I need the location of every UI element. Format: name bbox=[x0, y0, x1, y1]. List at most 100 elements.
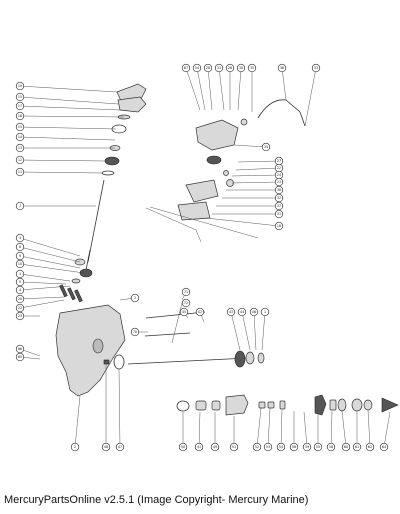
callout-leader bbox=[19, 159, 106, 162]
callout-bubble bbox=[15, 259, 25, 269]
callout-leader bbox=[230, 311, 241, 351]
callout-number: 48 bbox=[104, 445, 108, 449]
callout-bubble bbox=[274, 177, 284, 187]
callout-bubble bbox=[15, 167, 25, 177]
callout-bubble bbox=[311, 63, 321, 73]
callout-number: 60 bbox=[344, 445, 348, 449]
callout-bubble bbox=[289, 442, 299, 452]
callout-bubble bbox=[277, 63, 287, 73]
callout-leader bbox=[233, 144, 267, 148]
bearing-part bbox=[245, 351, 255, 365]
bolt-part bbox=[74, 289, 83, 303]
callout-bubble bbox=[260, 307, 270, 317]
callout-number: 28 bbox=[206, 66, 210, 70]
callout-leader bbox=[207, 67, 213, 111]
part-drawings bbox=[55, 83, 399, 416]
spacer-part bbox=[329, 399, 337, 411]
callout-number: 37 bbox=[277, 204, 281, 208]
callout-number: 10 bbox=[18, 262, 22, 266]
callout-bubble bbox=[192, 63, 202, 73]
callout-number: 23 bbox=[277, 180, 281, 184]
impeller-part bbox=[206, 155, 222, 165]
callout-number: 30 bbox=[239, 66, 243, 70]
callout-number: 20 bbox=[18, 297, 22, 301]
bearing-part bbox=[351, 398, 363, 412]
callout-leader bbox=[231, 174, 280, 177]
callout-number: 34 bbox=[264, 145, 268, 149]
callout-number: 51 bbox=[232, 445, 236, 449]
callout-leader bbox=[185, 67, 201, 111]
callout-leader bbox=[19, 255, 81, 269]
callout-bubble bbox=[15, 251, 25, 261]
callout-bubble bbox=[181, 298, 191, 308]
callout-bubble bbox=[130, 327, 140, 337]
callout-number: 11 bbox=[18, 170, 22, 174]
callout-bubble bbox=[15, 81, 25, 91]
callout-bubble bbox=[249, 307, 259, 317]
callout-bubble bbox=[276, 442, 286, 452]
callout-number: 13 bbox=[18, 146, 22, 150]
oring-part bbox=[176, 400, 190, 412]
callout-leader bbox=[237, 160, 280, 163]
housing-seal-part bbox=[113, 354, 125, 370]
callout-bubble bbox=[365, 442, 375, 452]
callout-bubble bbox=[15, 269, 25, 279]
copyright-footer: MercuryPartsOnline v2.5.1 (Image Copyrig… bbox=[4, 494, 309, 506]
callout-leader bbox=[367, 409, 371, 448]
callout-number: 15 bbox=[18, 95, 22, 99]
shift-linkage-part bbox=[257, 99, 306, 127]
callout-bubble bbox=[15, 155, 25, 165]
callout-number: 32 bbox=[277, 196, 281, 200]
callout-bubble bbox=[226, 307, 236, 317]
callout-number: 7 bbox=[19, 204, 21, 208]
bushing-part bbox=[195, 400, 207, 411]
callout-bubble bbox=[15, 92, 25, 102]
group-bracket bbox=[171, 302, 183, 344]
callout-bubble bbox=[379, 442, 389, 452]
thrust-hub-part bbox=[314, 394, 327, 416]
thrust-washer-part bbox=[337, 398, 347, 412]
callout-bubble bbox=[247, 63, 257, 73]
callout-bubble bbox=[15, 143, 25, 153]
pump-housing-part bbox=[195, 119, 239, 151]
callout-number: 31 bbox=[277, 212, 281, 216]
callout-leader bbox=[330, 410, 333, 448]
callout-number: 49 bbox=[213, 445, 217, 449]
callout-number: 58 bbox=[329, 445, 333, 449]
callout-number: 47 bbox=[118, 445, 122, 449]
callout-number: 31 bbox=[217, 66, 221, 70]
callout-bubble bbox=[261, 142, 271, 152]
callout-number: 15 bbox=[18, 125, 22, 129]
callout-number: 2 bbox=[134, 296, 136, 300]
callout-bubble bbox=[203, 63, 213, 73]
callout-number: 2 bbox=[74, 445, 76, 449]
washer-part bbox=[258, 401, 266, 409]
callout-bubble bbox=[15, 303, 25, 313]
callout-leader bbox=[205, 217, 280, 227]
callout-number: 50 bbox=[181, 445, 185, 449]
callout-leader bbox=[281, 67, 287, 101]
callout-bubble bbox=[274, 185, 284, 195]
driveshaft-spline-part bbox=[85, 249, 91, 271]
pump-body-part bbox=[117, 96, 147, 113]
callout-number: 38 bbox=[277, 188, 281, 192]
callout-number: 56 bbox=[292, 445, 296, 449]
callout-number: 35 bbox=[250, 66, 254, 70]
callout-bubble bbox=[313, 442, 323, 452]
callout-bubble bbox=[195, 307, 205, 317]
callout-bubble bbox=[326, 442, 336, 452]
callout-number: 64 bbox=[382, 445, 386, 449]
callout-leader bbox=[303, 411, 308, 448]
callout-leader bbox=[241, 311, 251, 351]
pinion-washer-part bbox=[71, 278, 81, 284]
gear-housing-part bbox=[55, 304, 126, 397]
bushing-part bbox=[211, 400, 221, 411]
callout-bubble bbox=[15, 285, 25, 295]
callout-bubble bbox=[263, 442, 273, 452]
bearing-part bbox=[104, 156, 120, 166]
callout-leader bbox=[19, 273, 71, 282]
callout-leader bbox=[235, 167, 280, 171]
gasket-plate-part bbox=[177, 201, 211, 221]
callout-number: 62 bbox=[368, 445, 372, 449]
callout-number: 8 bbox=[19, 245, 21, 249]
